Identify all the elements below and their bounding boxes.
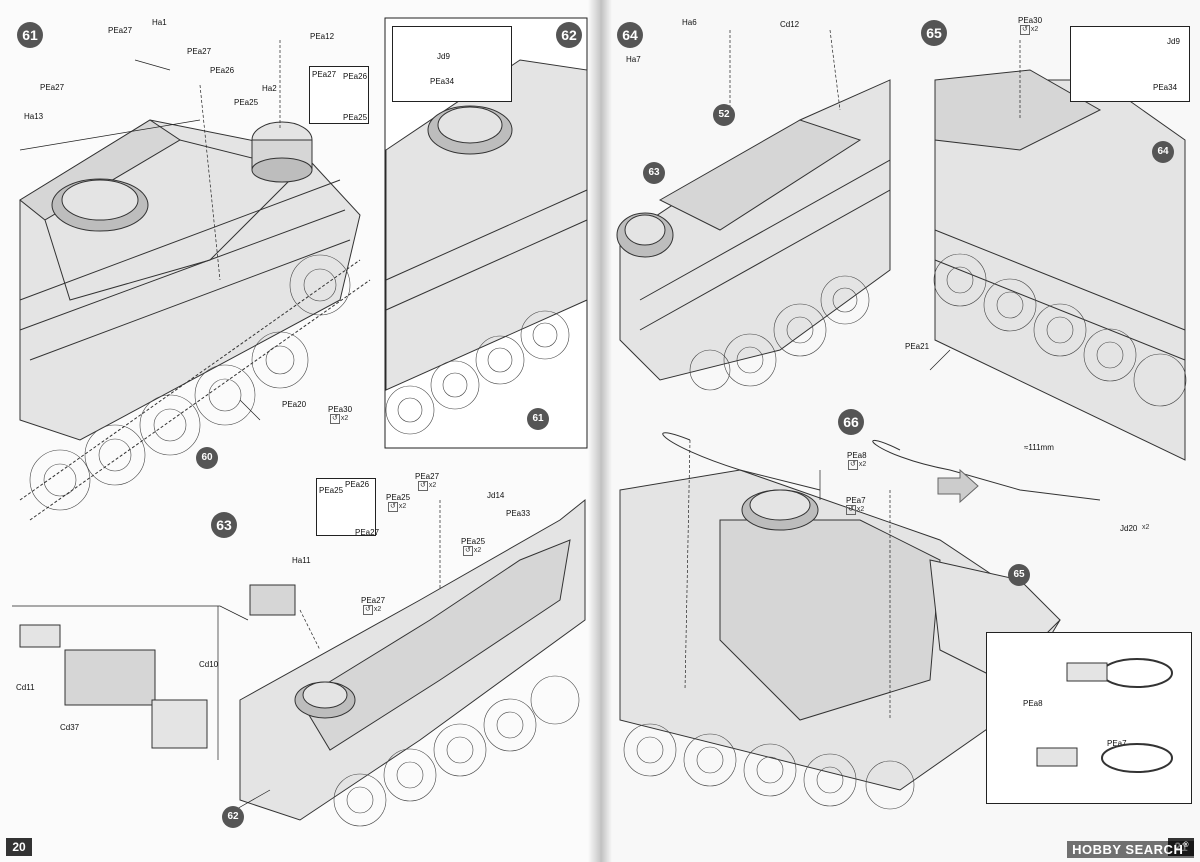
- step-66-inset: PEa8 PEa7: [986, 632, 1192, 804]
- part-label: Cd37: [60, 723, 80, 732]
- part-label: PEa33: [506, 509, 531, 518]
- part-label: Cd11: [16, 683, 35, 692]
- part-label: PEa7: [846, 496, 866, 505]
- step-66-badge: 66: [838, 409, 864, 435]
- left-page-artwork: [12, 17, 588, 827]
- step-65-inset: Jd9 PEa34: [1070, 26, 1190, 102]
- watermark: HOBBY SEARCH®: [1067, 841, 1194, 858]
- step-62-badge: 62: [556, 22, 582, 48]
- part-label: PEa27: [187, 47, 212, 56]
- part-label: PEa26: [210, 66, 235, 75]
- part-label: Ha2: [262, 84, 277, 93]
- step-63-inset-drawing: [19, 624, 208, 749]
- part-label: PEa30: [328, 405, 353, 414]
- part-label: PEa30: [1018, 16, 1043, 25]
- tow-cable-detail-drawing: [1036, 658, 1173, 773]
- step-65-ref-64: 64: [1152, 141, 1174, 163]
- quantity-badge: ↺x2: [463, 546, 482, 556]
- part-label: Ha1: [152, 18, 167, 27]
- step-64-ref-63: 63: [643, 162, 665, 184]
- step-61-badge: 61: [17, 22, 43, 48]
- part-label: Ha13: [24, 112, 44, 121]
- step-64-tank-drawing: [616, 29, 891, 391]
- part-label: Ha6: [682, 18, 697, 27]
- step-65-tank-drawing: [929, 40, 1187, 461]
- quantity-badge: ↺x2: [846, 505, 865, 515]
- step-66-ref-65: 65: [1008, 564, 1030, 586]
- quantity-badge: ↺x2: [388, 502, 407, 512]
- part-label: Ha7: [626, 55, 641, 64]
- cable-length-label: ≈111mm: [1024, 443, 1054, 452]
- step-64-ref-52: 52: [713, 104, 735, 126]
- quantity-badge: x2: [1142, 524, 1150, 531]
- step-63-ref-62: 62: [222, 806, 244, 828]
- quantity-badge: ↺x2: [1020, 25, 1039, 35]
- part-label: PEa25: [234, 98, 259, 107]
- step-62-inset: Jd9 PEa34: [392, 26, 512, 102]
- right-page: 64 52 63 Ha6 Cd12 Ha7 65 64 PEa30 ↺x2 PE…: [600, 0, 1200, 862]
- part-label: PEa27: [415, 472, 440, 481]
- part-label: Cd12: [780, 20, 800, 29]
- left-page-number: 20: [6, 838, 32, 856]
- step-63-inset: PEa26 PEa25 PEa27: [316, 478, 379, 537]
- quantity-badge: ↺x2: [330, 414, 349, 424]
- step-65-badge: 65: [921, 20, 947, 46]
- step-61-ref-60: 60: [196, 447, 218, 469]
- quantity-badge: ↺x2: [418, 481, 437, 491]
- part-label: Jd14: [487, 491, 505, 500]
- part-label: Cd10: [199, 660, 219, 669]
- part-label: Ha11: [292, 556, 311, 565]
- step-62-ref-61: 61: [527, 408, 549, 430]
- part-label: PEa21: [905, 342, 930, 351]
- step-64-badge: 64: [617, 22, 643, 48]
- part-label: PEa8: [847, 451, 867, 460]
- quantity-badge: ↺x2: [848, 460, 867, 470]
- part-label: PEa25: [461, 537, 486, 546]
- step-61-inset: PEa27 PEa26 PEa25: [309, 66, 369, 124]
- part-label: PEa12: [310, 32, 335, 41]
- step-63-badge: 63: [211, 512, 237, 538]
- part-label: PEa25: [386, 493, 411, 502]
- step-61-tank-drawing: [19, 40, 371, 521]
- step-63-tank-drawing: [234, 498, 586, 827]
- part-label: PEa27: [40, 83, 65, 92]
- part-label: PEa27: [361, 596, 386, 605]
- left-page: 61 60 62 61 63 62 Ha1 PEa27 PEa12 PEa27 …: [0, 0, 602, 862]
- step-62-tank-drawing: [385, 59, 588, 435]
- quantity-badge: ↺x2: [363, 605, 382, 615]
- part-label: PEa20: [282, 400, 307, 409]
- part-label: PEa27: [108, 26, 133, 35]
- part-label: Jd20: [1120, 524, 1138, 533]
